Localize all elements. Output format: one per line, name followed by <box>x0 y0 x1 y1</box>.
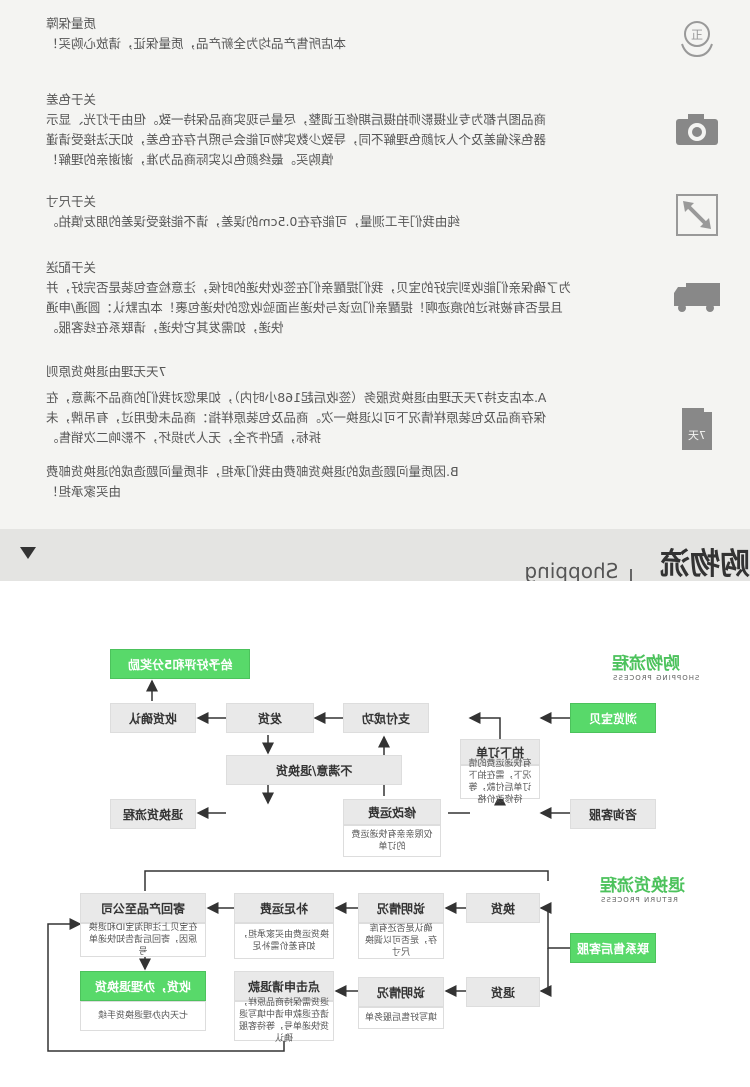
apply-refund-note-text: 退货需保持商品原样，请在退款申请中填写退货快递单号，等待客服确认 <box>238 998 329 1044</box>
shipping-text-line: 快递，如需发其它快递，请联系在线客服。 <box>46 320 284 335</box>
explain-note-text-2: 填写好售后服务单 <box>364 1013 437 1023</box>
send-back-box[interactable]: 寄回产品至公司 <box>80 893 206 923</box>
collapse-triangle-icon[interactable] <box>20 547 36 559</box>
shipping-title: 关于配送 <box>46 260 97 275</box>
explain-box-1[interactable]: 说明情况 <box>358 893 444 923</box>
size-title: 关于尺寸 <box>46 194 97 209</box>
explain-note-2: 填写好售后服务单 <box>358 1007 444 1029</box>
process-flowchart: 购物流程 SHOPPING PROCESS 退换货流程 RETURN PROCE… <box>0 581 750 1087</box>
explain-note-1: 确认是否还有库存，是否可以调换尺寸 <box>358 923 444 959</box>
topup-fee-note-text: 换货运费由买家承担，如有差价需补足 <box>238 930 329 952</box>
order-box[interactable]: 拍下订单 <box>460 739 540 765</box>
topup-fee-label: 补足运费 <box>259 901 308 916</box>
return-flow-box[interactable]: 退换货流程 <box>110 799 196 829</box>
size-block: 关于尺寸 纯由我们手工测量，可能存在0.5cm的误差，请不能接受误差的朋友慎拍。 <box>46 192 646 236</box>
shopping-label-cn: 购物流程 <box>612 654 680 674</box>
refund-box[interactable]: 退货 <box>466 977 540 1007</box>
return-label-en: RETURN PROCESS <box>600 896 678 904</box>
paid-label: 支付成功 <box>361 711 410 726</box>
quality-text: 本店所售产品均为全新产品，质量保证，请放心购买！ <box>46 36 347 51</box>
handle-return-note-text: 七天内办理退换货手续 <box>97 1011 188 1021</box>
contact-aftersale-box[interactable]: 联系售后客服 <box>570 933 656 963</box>
explain-label-1: 说明情况 <box>376 901 425 916</box>
resize-arrow-icon <box>672 190 722 240</box>
receive-confirm-box[interactable]: 收货确认 <box>110 703 196 733</box>
service-policy-section: 质量保障 本店所售产品均为全新产品，质量保证，请放心购买！ 正 关于色差 商品图… <box>0 0 750 520</box>
apply-refund-label: 点击申请退款 <box>247 979 320 994</box>
contact-aftersale-label: 联系售后客服 <box>576 941 649 956</box>
topup-fee-note: 换货运费由买家承担，如有差价需补足 <box>234 923 334 959</box>
ship-box[interactable]: 发货 <box>226 703 314 733</box>
shipping-text-line: 且是否有被拆过的痕迹啊！提醒亲们应该与快递当面验收您的快递包裹！本店默认：圆通/… <box>46 300 563 315</box>
quality-seal-icon: 正 <box>672 12 722 62</box>
order-note-text: 有快递运费的情况下，需在拍下订单后付款，等待修改价格 <box>468 759 532 805</box>
return-flow-label: 退换货流程 <box>122 807 183 822</box>
send-back-note: 在宝贝上注明淘宝ID和退换原因，寄回后请告知快递单号 <box>80 923 206 957</box>
shopping-process-header: 购物流程 Shopping process <box>0 529 750 626</box>
browse-label: 浏览宝贝 <box>588 711 637 726</box>
exchange-box[interactable]: 换货 <box>466 893 540 923</box>
returns-text-line: B.因质量问题造成的退换货邮费由我们承担，非质量问题造成的退换货邮费 <box>46 464 459 479</box>
exchange-label: 换货 <box>490 901 515 916</box>
shopping-label-en: SHOPPING PROCESS <box>612 674 700 682</box>
color-text-line: 商品图片都为专业摄影师拍摄后期修正调整，尽量与现实商品保持一致。但由于灯光、显示 <box>46 112 547 127</box>
returns-text-line: 拆标，配件齐全，无人为损坏，不影响二次销售。 <box>46 430 322 445</box>
ship-label: 发货 <box>257 711 282 726</box>
consult-service-label: 咨询客服 <box>588 807 637 822</box>
returns-text-line: A.本店支持7天无理由退换货服务（签收后起168小时内），如果您对我们的商品不满… <box>46 390 547 405</box>
browse-box[interactable]: 浏览宝贝 <box>570 703 656 733</box>
receive-confirm-label: 收货确认 <box>128 711 177 726</box>
camera-icon <box>672 104 722 154</box>
returns-text-line: 由买家承担！ <box>46 484 122 499</box>
rate-reward-label: 给予好评和5分奖励 <box>127 657 233 672</box>
send-back-note-text: 在宝贝上注明淘宝ID和退换原因，寄回后请告知快递单号 <box>88 923 198 957</box>
handle-return-note: 七天内办理退换货手续 <box>80 1001 206 1031</box>
svg-text:正: 正 <box>691 28 703 42</box>
shipping-text-line: 为了确保亲们能收到完好的宝贝，我们提醒亲们在签收快递的时候，注意检查包装是否完好… <box>46 280 572 295</box>
color-text-line: 慎购买。最终颜色以实际商品为准，谢谢亲的理解！ <box>46 152 334 167</box>
returns-block: 7天无理由退换货原则 A.本店支持7天无理由退换货服务（签收后起168小时内），… <box>46 362 646 502</box>
shipping-block: 关于配送 为了确保亲们能收到完好的宝贝，我们提醒亲们在签收快递的时候，注意检查包… <box>46 258 646 338</box>
modify-fee-box[interactable]: 修改运费 <box>343 799 441 825</box>
color-text-line: 器色彩偏差及个人对颜色理解不同，导致少数实物可能会与照片存在色差，如无法接受请谨 <box>46 132 547 147</box>
return-label-cn: 退换货流程 <box>600 876 685 896</box>
explain-note-text-1: 确认是否还有库存，是否可以调换尺寸 <box>365 924 438 958</box>
handle-return-box[interactable]: 收货，办理退换货 <box>80 971 206 1001</box>
send-back-label: 寄回产品至公司 <box>100 901 185 916</box>
quality-title: 质量保障 <box>46 16 97 31</box>
handle-return-label: 收货，办理退换货 <box>94 979 191 994</box>
svg-text:7天: 7天 <box>688 429 706 442</box>
modify-fee-note-text: 仅限亲亲有快递运费的订单 <box>351 830 433 852</box>
size-text: 纯由我们手工测量，可能存在0.5cm的误差，请不能接受误差的朋友慎拍。 <box>46 214 460 229</box>
order-note: 有快递运费的情况下，需在拍下订单后付款，等待修改价格 <box>460 759 540 805</box>
rate-reward-box[interactable]: 给予好评和5分奖励 <box>110 649 250 679</box>
refund-label: 退货 <box>490 985 515 1000</box>
paid-box[interactable]: 支付成功 <box>343 703 429 733</box>
delivery-truck-icon <box>672 272 722 322</box>
modify-fee-label: 修改运费 <box>367 805 416 820</box>
quality-block: 质量保障 本店所售产品均为全新产品，质量保证，请放心购买！ <box>46 14 646 58</box>
explain-box-2[interactable]: 说明情况 <box>358 977 444 1007</box>
apply-refund-box[interactable]: 点击申请退款 <box>234 971 334 1001</box>
return-process-label: 退换货流程 RETURN PROCESS <box>600 871 722 904</box>
topup-fee-box[interactable]: 补足运费 <box>234 893 334 923</box>
shopping-process-label: 购物流程 SHOPPING PROCESS <box>612 649 722 682</box>
unhappy-return-label: 不满意/退换货 <box>275 763 353 778</box>
apply-refund-note: 退货需保持商品原样，请在退款申请中填写退货快递单号，等待客服确认 <box>234 998 334 1044</box>
explain-label-2: 说明情况 <box>376 985 425 1000</box>
returns-text-line: 保存商品及包装原样情况下可以退换一次。商品及包装原样指：商品未使用过，有吊牌，未 <box>46 410 547 425</box>
unhappy-return-box[interactable]: 不满意/退换货 <box>226 755 402 785</box>
modify-fee-note: 仅限亲亲有快递运费的订单 <box>343 825 441 857</box>
returns-title: 7天无理由退换货原则 <box>46 364 167 379</box>
consult-service-box[interactable]: 咨询客服 <box>570 799 656 829</box>
color-title: 关于色差 <box>46 92 97 107</box>
color-block: 关于色差 商品图片都为专业摄影师拍摄后期修正调整，尽量与现实商品保持一致。但由于… <box>46 90 646 170</box>
seven-day-return-icon: 7天 <box>672 404 722 454</box>
